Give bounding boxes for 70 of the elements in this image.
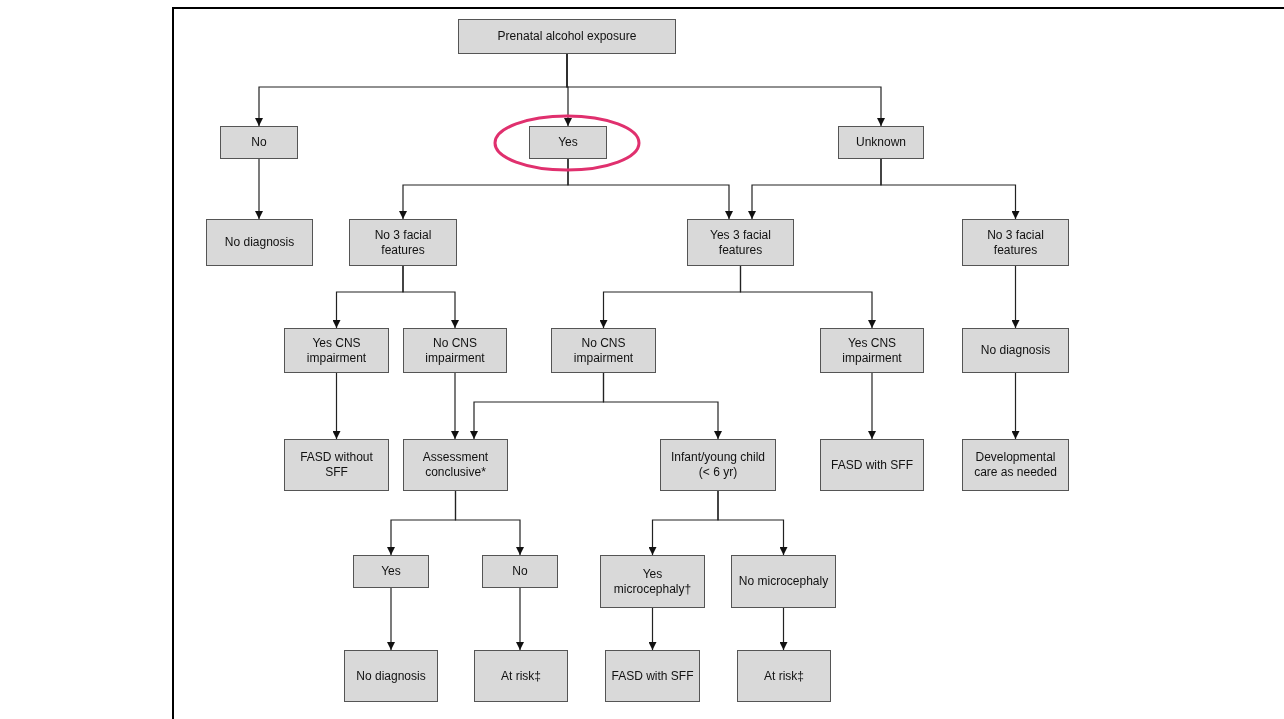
box-label: Developmental care as needed — [973, 450, 1058, 480]
box-label: FASD with SFF — [831, 457, 913, 473]
box-label: Assessment conclusive* — [421, 450, 490, 480]
process-box — [474, 650, 568, 702]
arrow — [387, 587, 395, 651]
process-box — [731, 555, 836, 608]
process-box — [551, 328, 656, 373]
process-box — [737, 650, 831, 702]
arrow — [648, 607, 657, 651]
box-label: At risk‡ — [764, 668, 804, 684]
box-label: Yes 3 facial features — [709, 227, 772, 258]
process-box — [349, 219, 457, 266]
box-label: Prenatal alcohol exposure — [497, 29, 637, 44]
box-label: No CNS impairment — [572, 335, 635, 366]
process-box — [206, 219, 313, 266]
process-box — [660, 439, 776, 491]
box-label: Yes microcephaly† — [612, 566, 693, 597]
process-box — [687, 219, 794, 266]
box-label: Yes — [381, 564, 401, 579]
process-box — [403, 328, 507, 373]
process-box — [820, 328, 924, 373]
arrow — [1011, 265, 1020, 329]
box-label: FASD without SFF — [299, 450, 374, 480]
arrow — [402, 265, 459, 329]
arrow — [739, 265, 876, 329]
process-box — [344, 650, 438, 702]
arrow — [566, 53, 885, 127]
process-box — [820, 439, 924, 491]
box-label: Yes CNS impairment — [841, 335, 903, 366]
process-box — [403, 439, 508, 491]
process-box — [284, 328, 389, 373]
process-box — [838, 126, 924, 159]
box-label: No diagnosis — [980, 343, 1051, 358]
box-label: No CNS impairment — [424, 335, 486, 366]
arrow — [880, 158, 1020, 220]
box-label: No diagnosis — [356, 668, 426, 684]
process-box — [962, 219, 1069, 266]
box-label: At risk‡ — [501, 668, 541, 684]
box-label: No — [512, 564, 528, 579]
box-label: FASD with SFF — [611, 668, 694, 684]
box-label: Unknown — [856, 135, 906, 150]
arrow — [567, 158, 733, 220]
box-label: No 3 facial features — [986, 227, 1045, 258]
arrow — [868, 372, 876, 440]
box-label: No diagnosis — [224, 235, 295, 250]
box-label: Yes CNS impairment — [305, 335, 368, 366]
process-box — [458, 19, 676, 54]
arrow — [717, 490, 788, 556]
process-box — [962, 328, 1069, 373]
arrow — [255, 158, 263, 220]
box-label: No — [251, 135, 267, 150]
process-box — [605, 650, 700, 702]
process-box — [220, 126, 298, 159]
arrow — [332, 372, 341, 440]
process-box — [529, 126, 607, 159]
box-label: Infant/young child (< 6 yr) — [669, 450, 767, 480]
arrow — [602, 372, 722, 440]
process-box — [353, 555, 429, 588]
arrow — [516, 587, 524, 651]
process-box — [962, 439, 1069, 491]
box-label: No 3 facial features — [373, 227, 433, 258]
arrow — [451, 372, 459, 440]
process-box — [482, 555, 558, 588]
process-box — [284, 439, 389, 491]
arrow — [779, 607, 788, 651]
process-box — [600, 555, 705, 608]
arrow — [1011, 372, 1020, 440]
box-label: Yes — [558, 135, 578, 150]
box-label: No microcephaly — [738, 574, 829, 589]
arrow — [454, 490, 524, 556]
